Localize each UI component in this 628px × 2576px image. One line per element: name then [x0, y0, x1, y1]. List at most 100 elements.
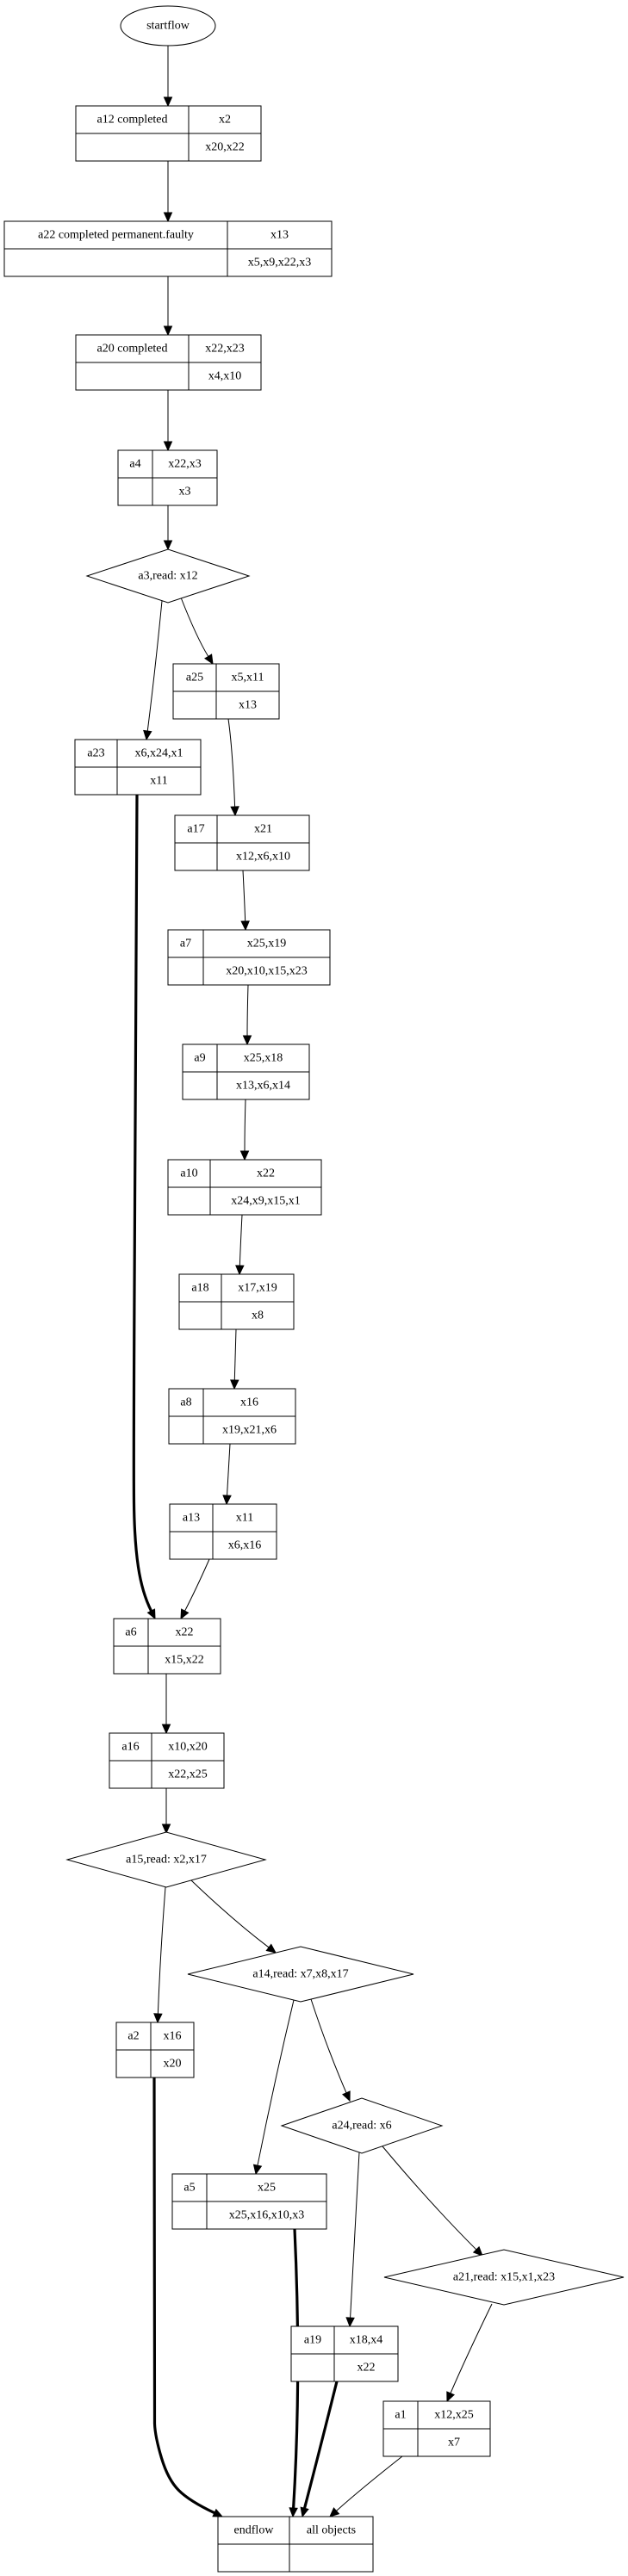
- arrowhead-icon: [240, 920, 250, 932]
- decision-a21[interactable]: a21,read: x15,x1,x23: [383, 2249, 625, 2306]
- writes-cell: x12,x6,x10: [236, 851, 290, 864]
- arrowhead-icon: [222, 1495, 232, 1506]
- decision-diamond: [280, 2097, 444, 2154]
- arrowhead-icon: [230, 806, 239, 817]
- edge-a16-to-a15: [161, 1788, 171, 1835]
- reads-cell: x22: [176, 1626, 194, 1639]
- activity-label: endflow: [234, 2524, 275, 2537]
- edge-line: [350, 2152, 360, 2319]
- edge-line: [146, 600, 163, 732]
- writes-cell: x6,x16: [228, 1539, 262, 1552]
- reads-cell: x22,x3: [168, 458, 202, 471]
- arrowhead-icon: [300, 2506, 309, 2518]
- arrowhead-icon: [265, 1943, 277, 1954]
- edge-line: [157, 1886, 166, 2015]
- reads-cell: x21: [254, 823, 272, 836]
- edge-a8-to-a13: [222, 1443, 232, 1506]
- edge-line: [180, 597, 209, 657]
- reads-cell: x25,x19: [247, 938, 287, 951]
- edge-line: [336, 2455, 403, 2511]
- writes-cell: x3: [179, 486, 191, 498]
- edge-a13-to-a6: [180, 1558, 210, 1620]
- edge-line: [310, 1998, 347, 2094]
- activity-label: a8: [180, 1396, 191, 1409]
- decision-a14[interactable]: a14,read: x7,x8,x17: [187, 1946, 414, 2003]
- edge-line: [450, 2303, 493, 2394]
- arrowhead-icon: [235, 1265, 245, 1276]
- edge-a1-to-endflow: [329, 2455, 403, 2517]
- activity-label: a22 completed permanent.faulty: [38, 229, 194, 242]
- arrowhead-icon: [180, 1608, 190, 1620]
- edge-a18-to-a8: [230, 1328, 239, 1390]
- edge-startflow-to-a12: [163, 46, 173, 108]
- writes-cell: x7: [448, 2437, 460, 2449]
- edge-a17-to-a7: [240, 870, 250, 932]
- arrowhead-icon: [345, 2317, 355, 2328]
- decision-a24[interactable]: a24,read: x6: [280, 2097, 444, 2154]
- edge-a7-to-a9: [242, 984, 252, 1046]
- reads-cell: x22,x23: [205, 343, 245, 356]
- writes-cell: x8: [252, 1310, 264, 1322]
- arrowhead-icon: [242, 1035, 252, 1046]
- activity-label: a25: [186, 672, 203, 684]
- start-ellipse: [120, 5, 216, 46]
- decision-a15[interactable]: a15,read: x2,x17: [65, 1831, 267, 1888]
- decision-label: a21,read: x15,x1,x23: [453, 2271, 555, 2284]
- reads-cell: x25,x18: [244, 1052, 283, 1065]
- writes-cell: x15,x22: [165, 1654, 204, 1667]
- arrowhead-icon: [204, 653, 214, 666]
- edge-line: [190, 1879, 270, 1948]
- arrowhead-icon: [163, 540, 173, 551]
- decision-label: a14,read: x7,x8,x17: [252, 1968, 348, 1981]
- writes-cell: x11: [150, 775, 167, 788]
- edge-a14-to-a24: [310, 1998, 351, 2102]
- decision-diamond: [65, 1831, 267, 1888]
- arrowhead-icon: [163, 325, 173, 337]
- edge-a19-to-endflow: [300, 2381, 339, 2518]
- reads-cell: x13: [270, 229, 289, 242]
- reads-cell: x6,x24,x1: [135, 747, 183, 760]
- decision-a3[interactable]: a3,read: x12: [85, 548, 251, 604]
- reads-cell: x5,x11: [232, 672, 264, 684]
- arrowhead-icon: [153, 2013, 163, 2024]
- arrowhead-icon: [239, 1150, 250, 1161]
- node-startflow[interactable]: startflow: [120, 5, 216, 46]
- activity-label: a12 completed: [96, 114, 167, 127]
- activity-label: a2: [127, 2030, 139, 2043]
- arrowhead-icon: [341, 2090, 351, 2102]
- activity-label: a20 completed: [96, 343, 167, 356]
- activity-label: a5: [183, 2182, 195, 2195]
- edge-line: [382, 2146, 477, 2251]
- edge-a24-to-a19: [345, 2152, 360, 2328]
- writes-cell: x13,x6,x14: [236, 1080, 290, 1093]
- activity-label: a6: [125, 1626, 136, 1639]
- arrowhead-icon: [329, 2507, 340, 2517]
- arrowhead-icon: [472, 2245, 483, 2257]
- edge-a4-to-a3: [163, 505, 173, 551]
- reads-cell: x11: [236, 1512, 253, 1525]
- node-a6[interactable]: a6 x22 x15,x22: [113, 1618, 221, 1675]
- arrowhead-icon: [161, 1824, 171, 1835]
- activity-label: a1: [395, 2409, 406, 2422]
- edge-line: [227, 1443, 231, 1496]
- activity-label: a18: [191, 1282, 208, 1295]
